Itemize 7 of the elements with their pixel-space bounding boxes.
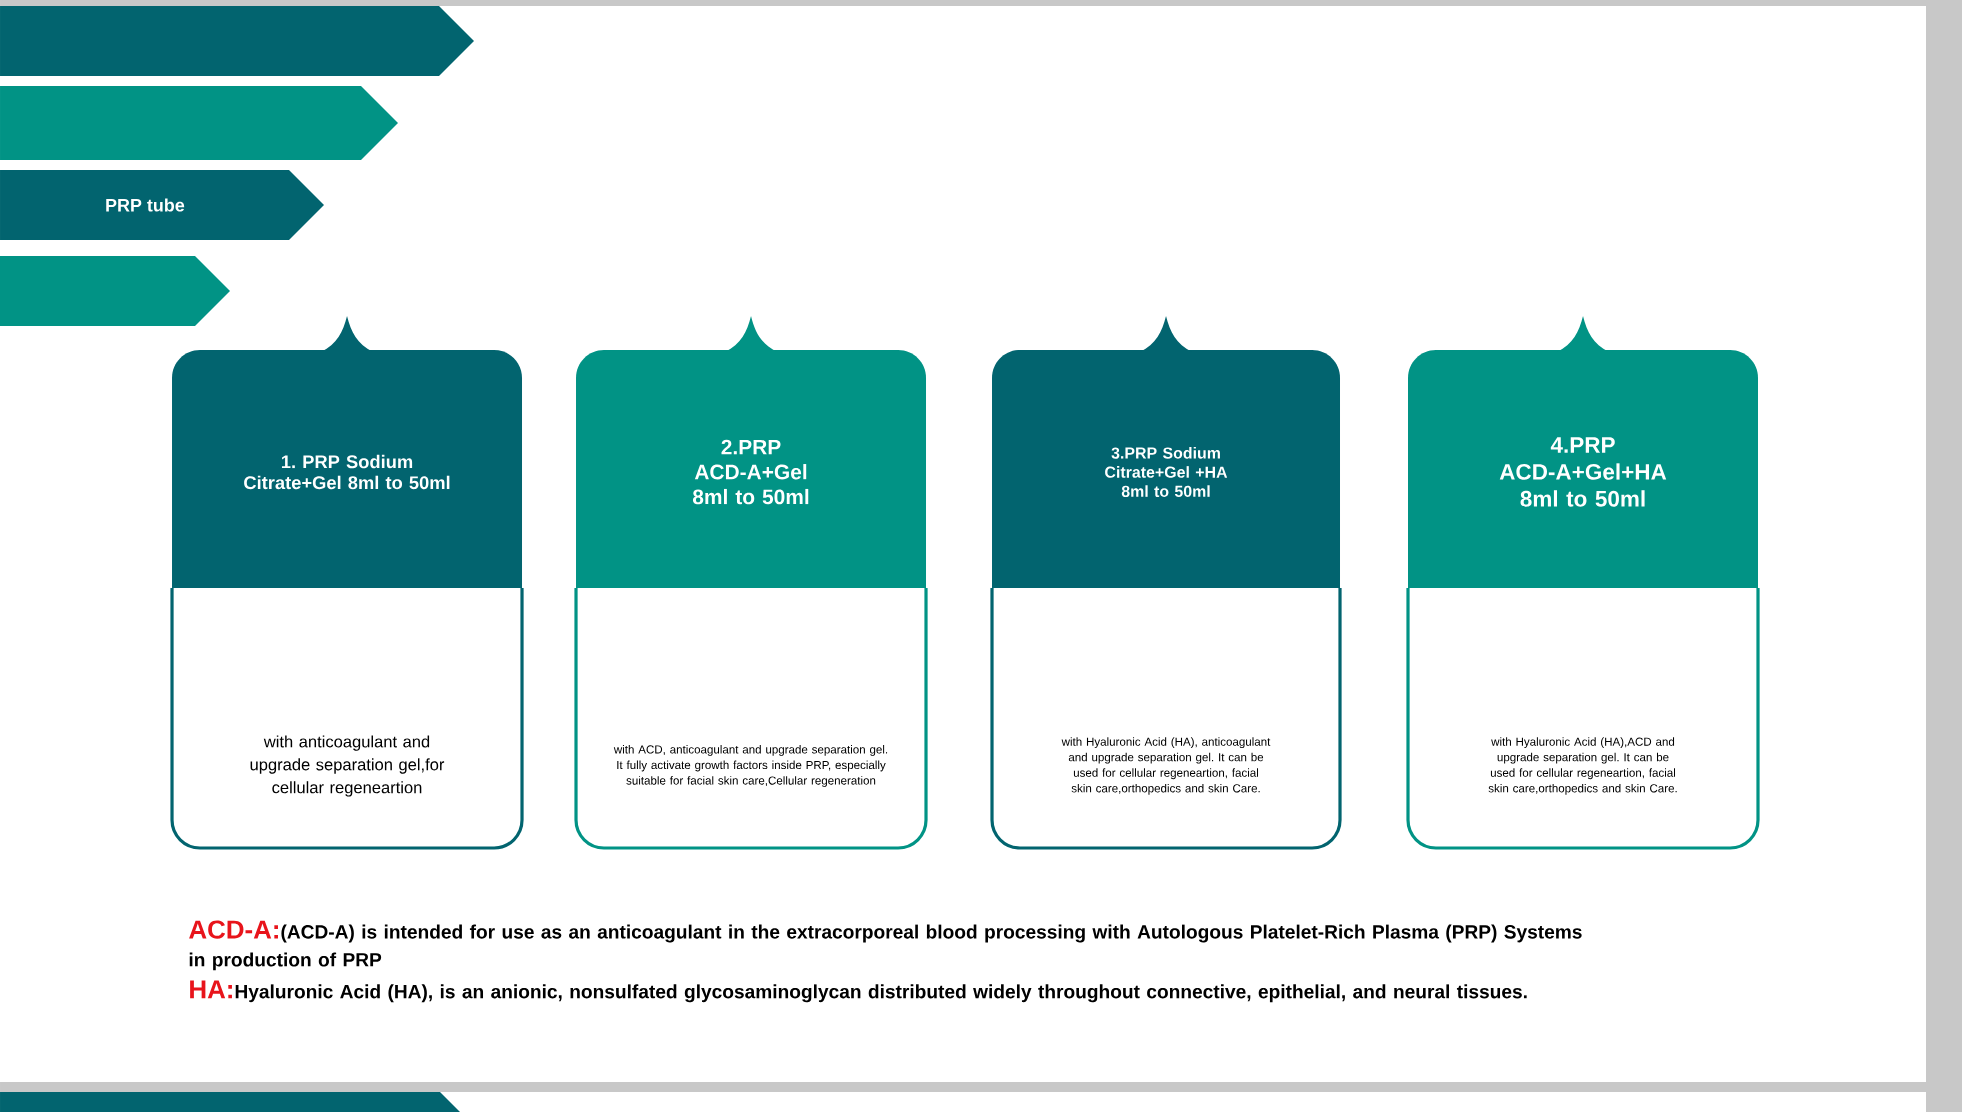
chevron-band — [0, 1092, 460, 1112]
node-label: with anticoagulant and upgrade separation gel,for cellular regeneartion — [250, 735, 445, 797]
chevron-band — [0, 86, 398, 160]
product-card: 1. PRP Sodium Citrate+Gel 8ml to 50ml with anticoagulant and upgrade separation gel,for cellular regeneartion — [170, 316, 524, 850]
chevron-band — [0, 6, 474, 76]
chevron-band — [0, 256, 230, 326]
chevron-band: PRP tube — [0, 170, 324, 240]
